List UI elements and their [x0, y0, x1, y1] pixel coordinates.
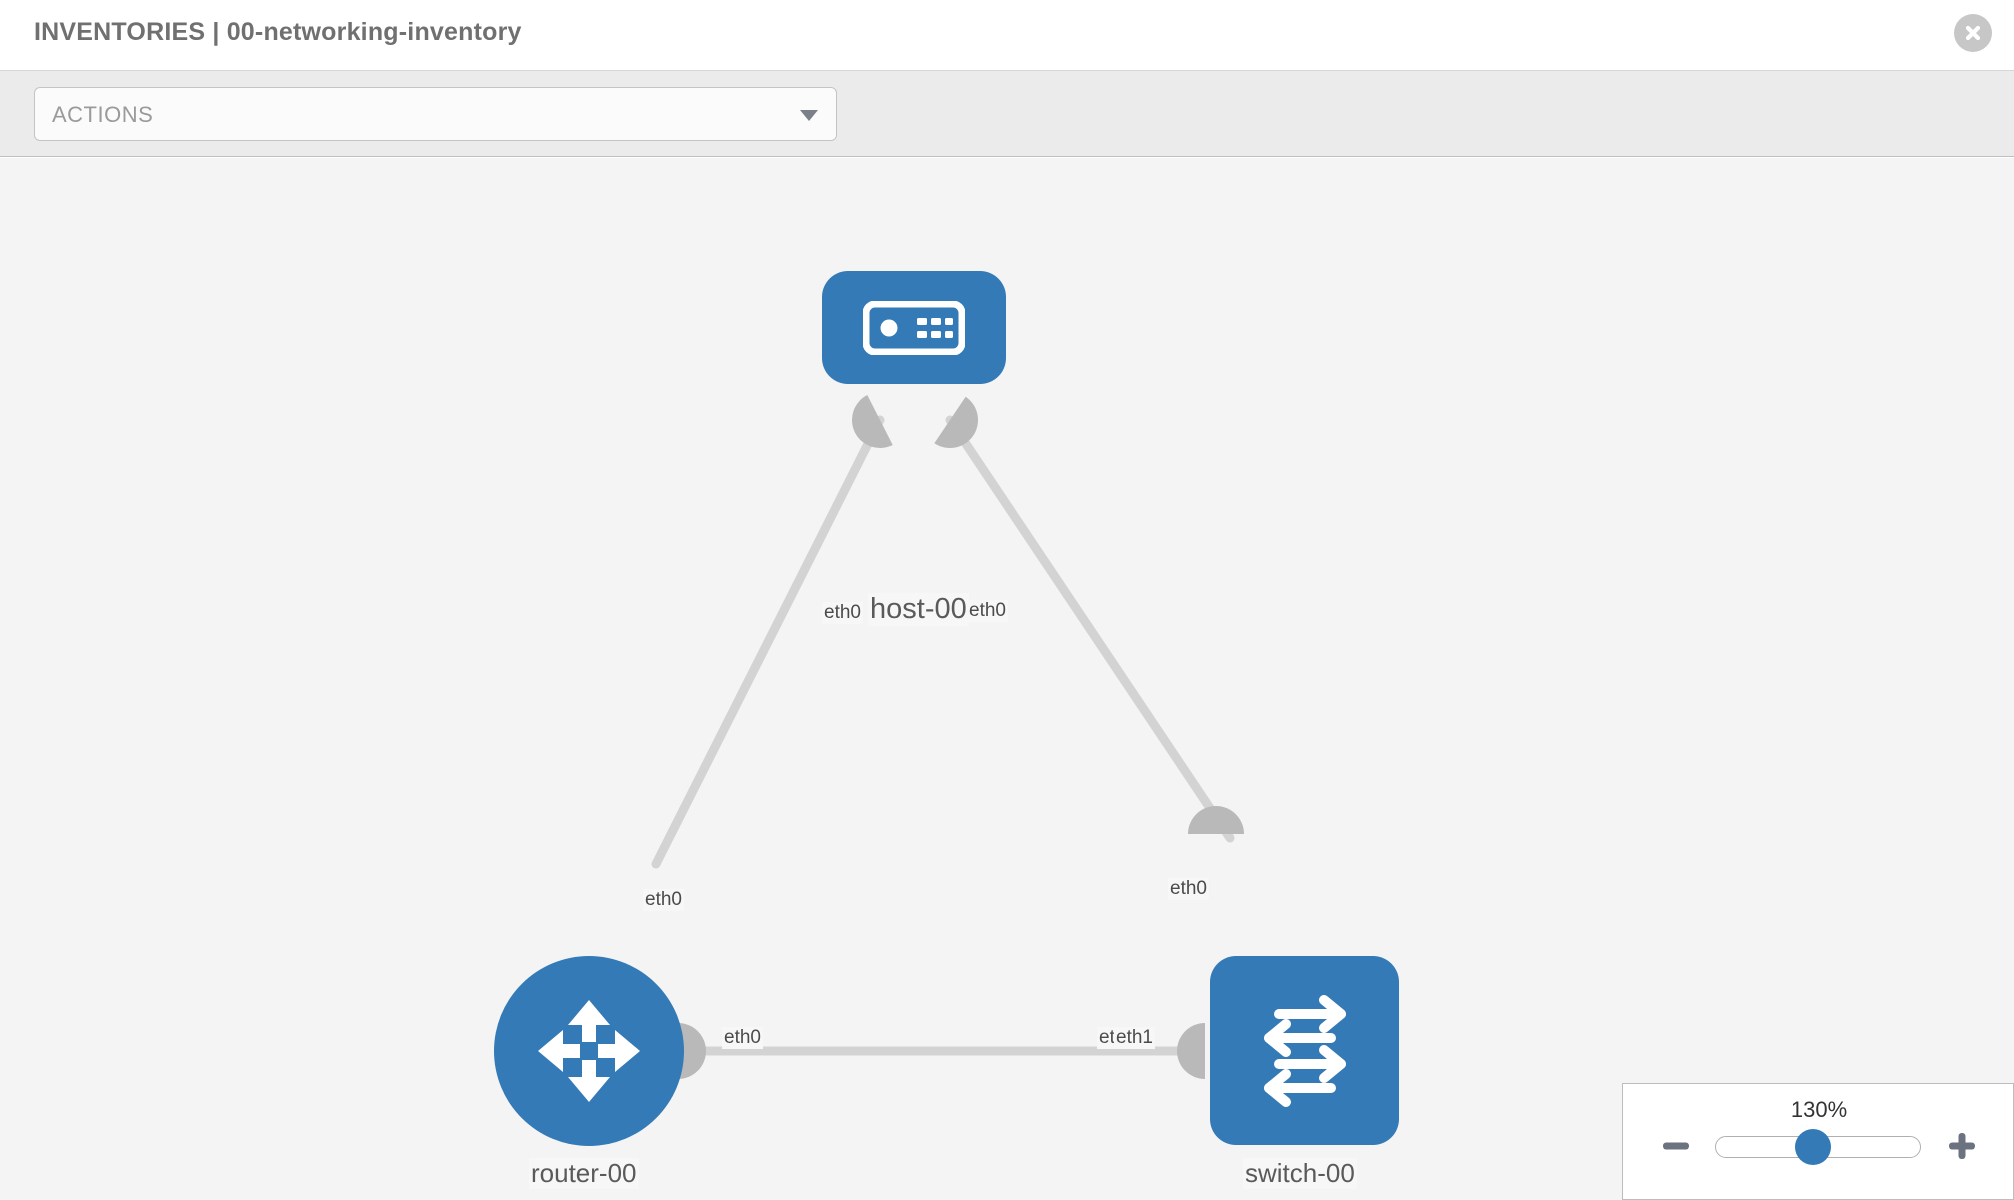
zoom-level-value: 130% — [1790, 1097, 1848, 1122]
topology-links-layer — [651, 395, 1244, 1079]
link-host-switch — [945, 415, 1235, 843]
server-icon — [863, 300, 965, 355]
topology-canvas[interactable]: host-00 router-00 — [0, 158, 2014, 1200]
chevron-down-icon — [800, 110, 818, 121]
topology-node-host-00[interactable] — [822, 271, 1006, 384]
connector-stubs — [678, 395, 1244, 1079]
actions-dropdown-label: ACTIONS — [52, 102, 154, 127]
minus-icon[interactable] — [1659, 1129, 1693, 1163]
toolbar: ACTIONS SEARC — [0, 71, 2014, 212]
router-arrows-icon — [538, 1000, 640, 1102]
zoom-slider-thumb[interactable] — [1795, 1129, 1831, 1165]
topology-node-router-00[interactable] — [494, 956, 684, 1146]
close-icon[interactable] — [1954, 14, 1992, 52]
page-header: INVENTORIES | 00-networking-inventory — [0, 0, 2014, 71]
page-title: INVENTORIES | 00-networking-inventory — [34, 18, 522, 46]
plus-icon[interactable] — [1945, 1129, 1979, 1163]
actions-dropdown[interactable]: ACTIONS — [34, 87, 837, 141]
link-host-router — [651, 415, 885, 869]
topology-node-switch-00[interactable] — [1210, 956, 1399, 1145]
switch-arrows-icon — [1263, 994, 1346, 1107]
zoom-control-panel: 130% — [1622, 1083, 2014, 1200]
